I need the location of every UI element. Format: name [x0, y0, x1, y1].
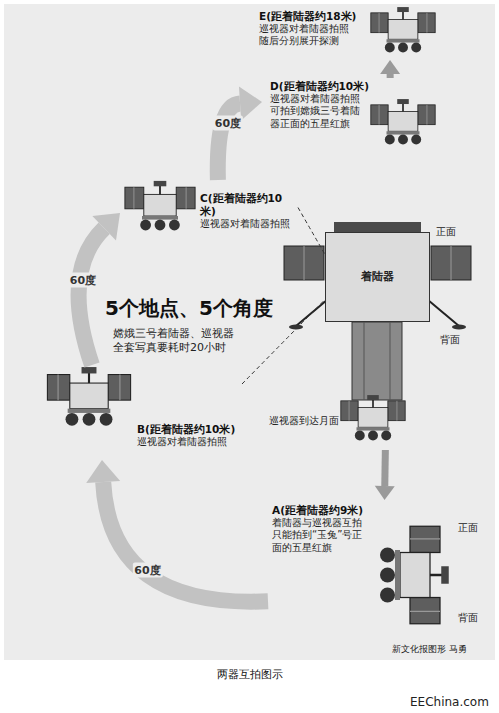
- background-panel: [4, 4, 495, 660]
- node-text: 巡视器到达月面: [269, 415, 341, 427]
- rover-e: [371, 7, 435, 52]
- connector: [218, 86, 262, 180]
- side-label: 背面: [440, 334, 460, 347]
- connector-line: [298, 208, 325, 255]
- rover-a-body: [380, 526, 449, 624]
- credit: 新文化报图形 马勇: [392, 644, 467, 655]
- panel-grid: [451, 246, 452, 280]
- node-text: 巡视器对着陆器拍照 可拍到嫦娥三号着陆器正面的五星红旗: [270, 93, 366, 130]
- side-label: 正面: [436, 226, 456, 239]
- arrow-head: [86, 460, 120, 483]
- lander-illustration: [284, 222, 471, 400]
- lander-box: 着陆器: [325, 232, 430, 322]
- rover-a: [380, 526, 449, 624]
- station-b: B(距着陆器约10米)巡视器对着陆器拍照: [42, 365, 242, 460]
- station-heading: A(距着陆器约9米): [272, 504, 372, 517]
- lander-ramp: [352, 322, 402, 400]
- panel-grid: [304, 246, 305, 280]
- station-d: D(距着陆器约10米)巡视器对着陆器拍照 可拍到嫦娥三号着陆器正面的五星红旗: [262, 78, 440, 158]
- rover-ramp: [341, 395, 405, 440]
- lander-top: [334, 222, 421, 232]
- connector-line: [79, 228, 105, 365]
- connector: [298, 208, 325, 255]
- rover-c: [125, 181, 195, 231]
- lander-leg: [428, 300, 459, 326]
- connector-line: [381, 450, 389, 486]
- arrow-head: [380, 60, 400, 74]
- caption: 两器互拍图示: [0, 668, 499, 682]
- lander-foot: [452, 325, 466, 330]
- station-heading: C(距着陆器约10米): [200, 192, 295, 218]
- watermark: EEChina.com: [410, 695, 489, 710]
- subtitle: 嫦娥三号着陆器、巡视器全套写真要耗时20小时: [113, 327, 241, 355]
- station-c: C(距着陆器约10米)巡视器对着陆器拍照: [120, 180, 298, 235]
- arrow-head: [375, 486, 395, 500]
- node-text: 巡视器对着陆器拍照: [200, 218, 292, 230]
- station-a: A(距着陆器约9米)着陆器与巡视器互拍 只能拍到“玉兔”号正面的五星红旗: [268, 500, 453, 635]
- lander-panel: [284, 246, 324, 280]
- station-heading: B(距着陆器约10米): [137, 423, 242, 436]
- node-text: 巡视器对着陆器拍照: [137, 436, 232, 448]
- angle-label: 60度: [132, 562, 162, 577]
- node-text: 着陆器: [361, 270, 394, 283]
- node-text: 巡视器对着陆器拍照 随后分别展开探测: [259, 23, 354, 47]
- rover-d: [371, 99, 435, 144]
- connector: [380, 60, 400, 78]
- station-e: E(距着陆器约18米)巡视器对着陆器拍照 随后分别展开探测: [255, 8, 440, 60]
- connector: [375, 450, 395, 500]
- rover-b: [47, 367, 130, 426]
- station-heading: E(距着陆器约18米): [259, 10, 364, 23]
- ramp-rail: [390, 322, 391, 400]
- rover-on-surface: 巡视器到达月面: [265, 395, 410, 450]
- angle-label: 60度: [213, 116, 243, 131]
- diagram-title: 5个地点、5个角度: [105, 296, 273, 321]
- connector-line: [103, 482, 268, 602]
- side-label: 背面: [458, 612, 478, 625]
- angle-label: 60度: [68, 273, 98, 288]
- ramp-rail: [364, 322, 365, 400]
- lander-panel: [431, 246, 471, 280]
- arrow-head: [239, 86, 262, 120]
- arrow-head: [92, 213, 120, 241]
- station-heading: D(距着陆器约10米): [270, 80, 370, 93]
- side-label: 正面: [458, 522, 478, 535]
- node-text: 着陆器与巡视器互拍 只能拍到“玉兔”号正面的五星红旗: [272, 517, 372, 554]
- connector: [86, 460, 268, 602]
